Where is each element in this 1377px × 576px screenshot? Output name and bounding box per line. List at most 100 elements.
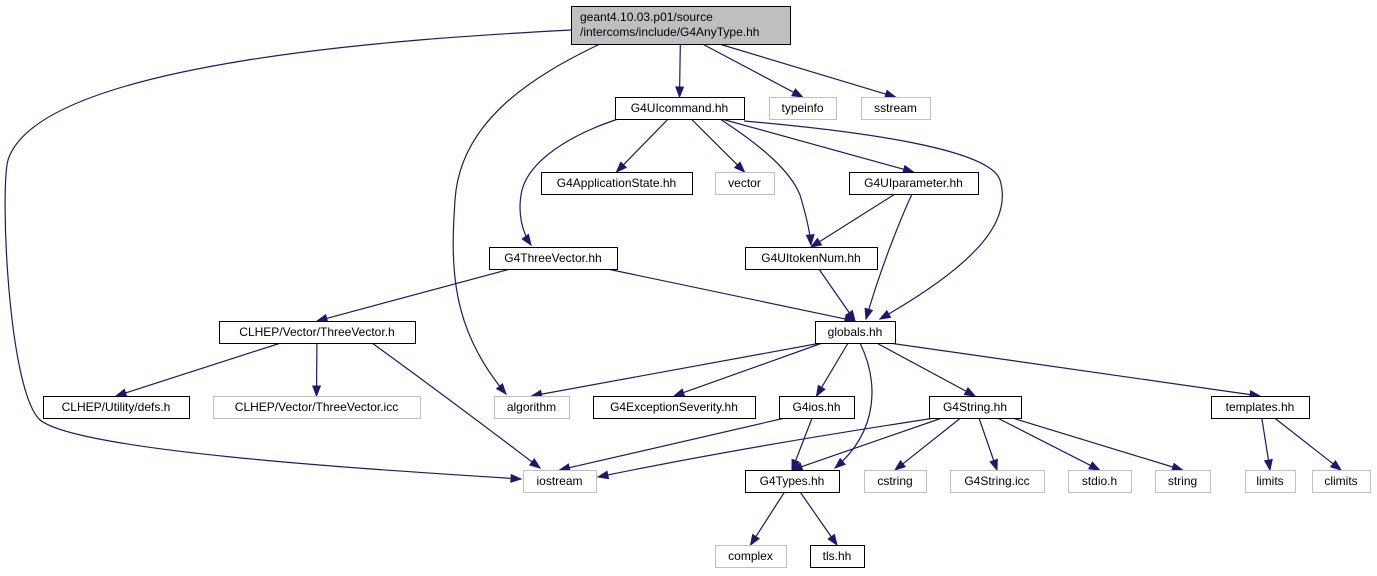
- node-label: geant4.10.03.p01/source: [580, 10, 713, 24]
- edge-clhepthreevector-to-iostream: [371, 342, 542, 469]
- arrowhead-icon: [805, 234, 815, 247]
- arrowhead-icon: [827, 533, 838, 547]
- edge-g4types-to-tlshh: [799, 491, 838, 547]
- node-label: templates.hh: [1226, 400, 1295, 414]
- node-box: [715, 545, 787, 568]
- node-g4ios[interactable]: G4ios.hh: [779, 396, 855, 419]
- arrowhead-icon: [312, 385, 322, 398]
- edge-uiparameter-to-uitokennum: [809, 193, 896, 248]
- node-root[interactable]: geant4.10.03.p01/source/intercoms/includ…: [571, 6, 791, 45]
- edge-globals-to-g4types: [833, 342, 873, 469]
- node-label: G4Types.hh: [760, 474, 825, 488]
- node-label: CLHEP/Utility/defs.h: [62, 400, 171, 414]
- node-box: [1211, 396, 1310, 419]
- arrowhead-icon: [791, 458, 801, 472]
- node-clhepthreevector[interactable]: CLHEP/Vector/ThreeVector.h: [219, 321, 416, 344]
- edge-threevector-to-globals: [607, 268, 857, 324]
- node-label: G4ExceptionSeverity.hh: [610, 400, 738, 414]
- node-label: G4ios.hh: [792, 400, 840, 414]
- node-string: string: [1155, 470, 1211, 493]
- node-label: G4UItokenNum.hh: [761, 251, 860, 265]
- node-clhepicc: CLHEP/Vector/ThreeVector.icc: [213, 396, 421, 419]
- edge-g4ios-to-iostream: [558, 417, 786, 473]
- node-box: [1068, 470, 1132, 493]
- edge-uicommand-to-vector: [690, 118, 746, 173]
- edge-root-to-algorithm: [452, 43, 601, 396]
- node-box: [541, 172, 693, 195]
- arrowhead-icon: [815, 384, 826, 398]
- node-label: complex: [728, 549, 773, 563]
- node-tlshh[interactable]: tls.hh: [810, 545, 865, 568]
- arrowhead-icon: [315, 313, 329, 323]
- edge-globals-to-g4string: [876, 342, 977, 397]
- node-box: [1155, 470, 1211, 493]
- edge-root-to-typeinfo: [702, 43, 804, 98]
- node-climits: climits: [1312, 470, 1371, 493]
- node-iostream: iostream: [523, 470, 597, 493]
- node-vector: vector: [715, 172, 775, 195]
- edge-globals-to-g4ios: [815, 342, 849, 398]
- node-g4types[interactable]: G4Types.hh: [745, 470, 840, 493]
- node-box: [523, 470, 597, 493]
- node-cstring: cstring: [864, 470, 927, 493]
- node-label: sstream: [874, 101, 917, 115]
- node-appstate[interactable]: G4ApplicationState.hh: [541, 172, 693, 195]
- arrowhead-icon: [809, 237, 823, 248]
- node-globals[interactable]: globals.hh: [815, 321, 896, 344]
- node-uitokennum[interactable]: G4UItokenNum.hh: [745, 247, 878, 270]
- node-typeinfo: typeinfo: [769, 97, 837, 120]
- arrowhead-icon: [845, 309, 856, 323]
- node-box: [494, 396, 570, 419]
- edge-uicommand-to-uiparameter: [721, 118, 915, 174]
- edge-uiparameter-to-globals: [864, 193, 913, 321]
- node-box: [779, 396, 855, 419]
- node-box: [213, 396, 421, 419]
- edge-root-to-uicommand: [675, 43, 685, 99]
- node-box: [593, 396, 756, 419]
- node-threevector[interactable]: G4ThreeVector.hh: [489, 247, 618, 270]
- edge-g4string-to-stdioh: [997, 417, 1101, 471]
- node-box: [815, 321, 896, 344]
- arrowhead-icon: [672, 388, 686, 397]
- node-label: G4UIparameter.hh: [864, 176, 963, 190]
- node-complex: complex: [715, 545, 787, 568]
- node-label: G4String.icc: [964, 474, 1029, 488]
- edge-uicommand-to-appstate: [615, 118, 669, 174]
- node-templates[interactable]: templates.hh: [1211, 396, 1310, 419]
- node-box: [1245, 470, 1296, 493]
- node-uiparameter[interactable]: G4UIparameter.hh: [849, 172, 979, 195]
- edge-globals-to-exceptionseverity: [672, 342, 823, 397]
- arrowhead-icon: [833, 457, 846, 469]
- edges-layer: [4, 29, 1343, 547]
- arrowhead-icon: [521, 233, 532, 247]
- node-label: limits: [1256, 474, 1283, 488]
- node-box: [745, 247, 878, 270]
- edge-templates-to-climits: [1274, 417, 1343, 471]
- node-g4string[interactable]: G4String.hh: [929, 396, 1022, 419]
- node-box: [861, 97, 931, 120]
- arrowhead-icon: [1263, 458, 1273, 472]
- node-label: stdio.h: [1082, 474, 1117, 488]
- node-label: G4String.hh: [943, 400, 1007, 414]
- edge-clhepthreevector-to-clhepicc: [312, 342, 322, 398]
- node-box: [571, 6, 791, 45]
- node-box: [745, 470, 840, 493]
- arrowhead-icon: [495, 383, 507, 396]
- node-stdioh: stdio.h: [1068, 470, 1132, 493]
- arrowhead-icon: [1329, 459, 1343, 471]
- node-sstream: sstream: [861, 97, 931, 120]
- node-exceptionseverity[interactable]: G4ExceptionSeverity.hh: [593, 396, 756, 419]
- node-limits: limits: [1245, 470, 1296, 493]
- arrowhead-icon: [1171, 462, 1184, 472]
- arrowhead-icon: [528, 458, 542, 469]
- node-clhepdefs[interactable]: CLHEP/Utility/defs.h: [43, 396, 190, 419]
- node-uicommand[interactable]: G4UIcommand.hh: [615, 97, 745, 120]
- arrowhead-icon: [510, 473, 523, 483]
- nodes-layer: geant4.10.03.p01/source/intercoms/includ…: [43, 6, 1371, 568]
- node-box: [849, 172, 979, 195]
- node-g4stringicc: G4String.icc: [950, 470, 1045, 493]
- node-label: tls.hh: [823, 549, 852, 563]
- node-box: [769, 97, 837, 120]
- node-label: typeinfo: [781, 101, 823, 115]
- arrowhead-icon: [733, 161, 746, 173]
